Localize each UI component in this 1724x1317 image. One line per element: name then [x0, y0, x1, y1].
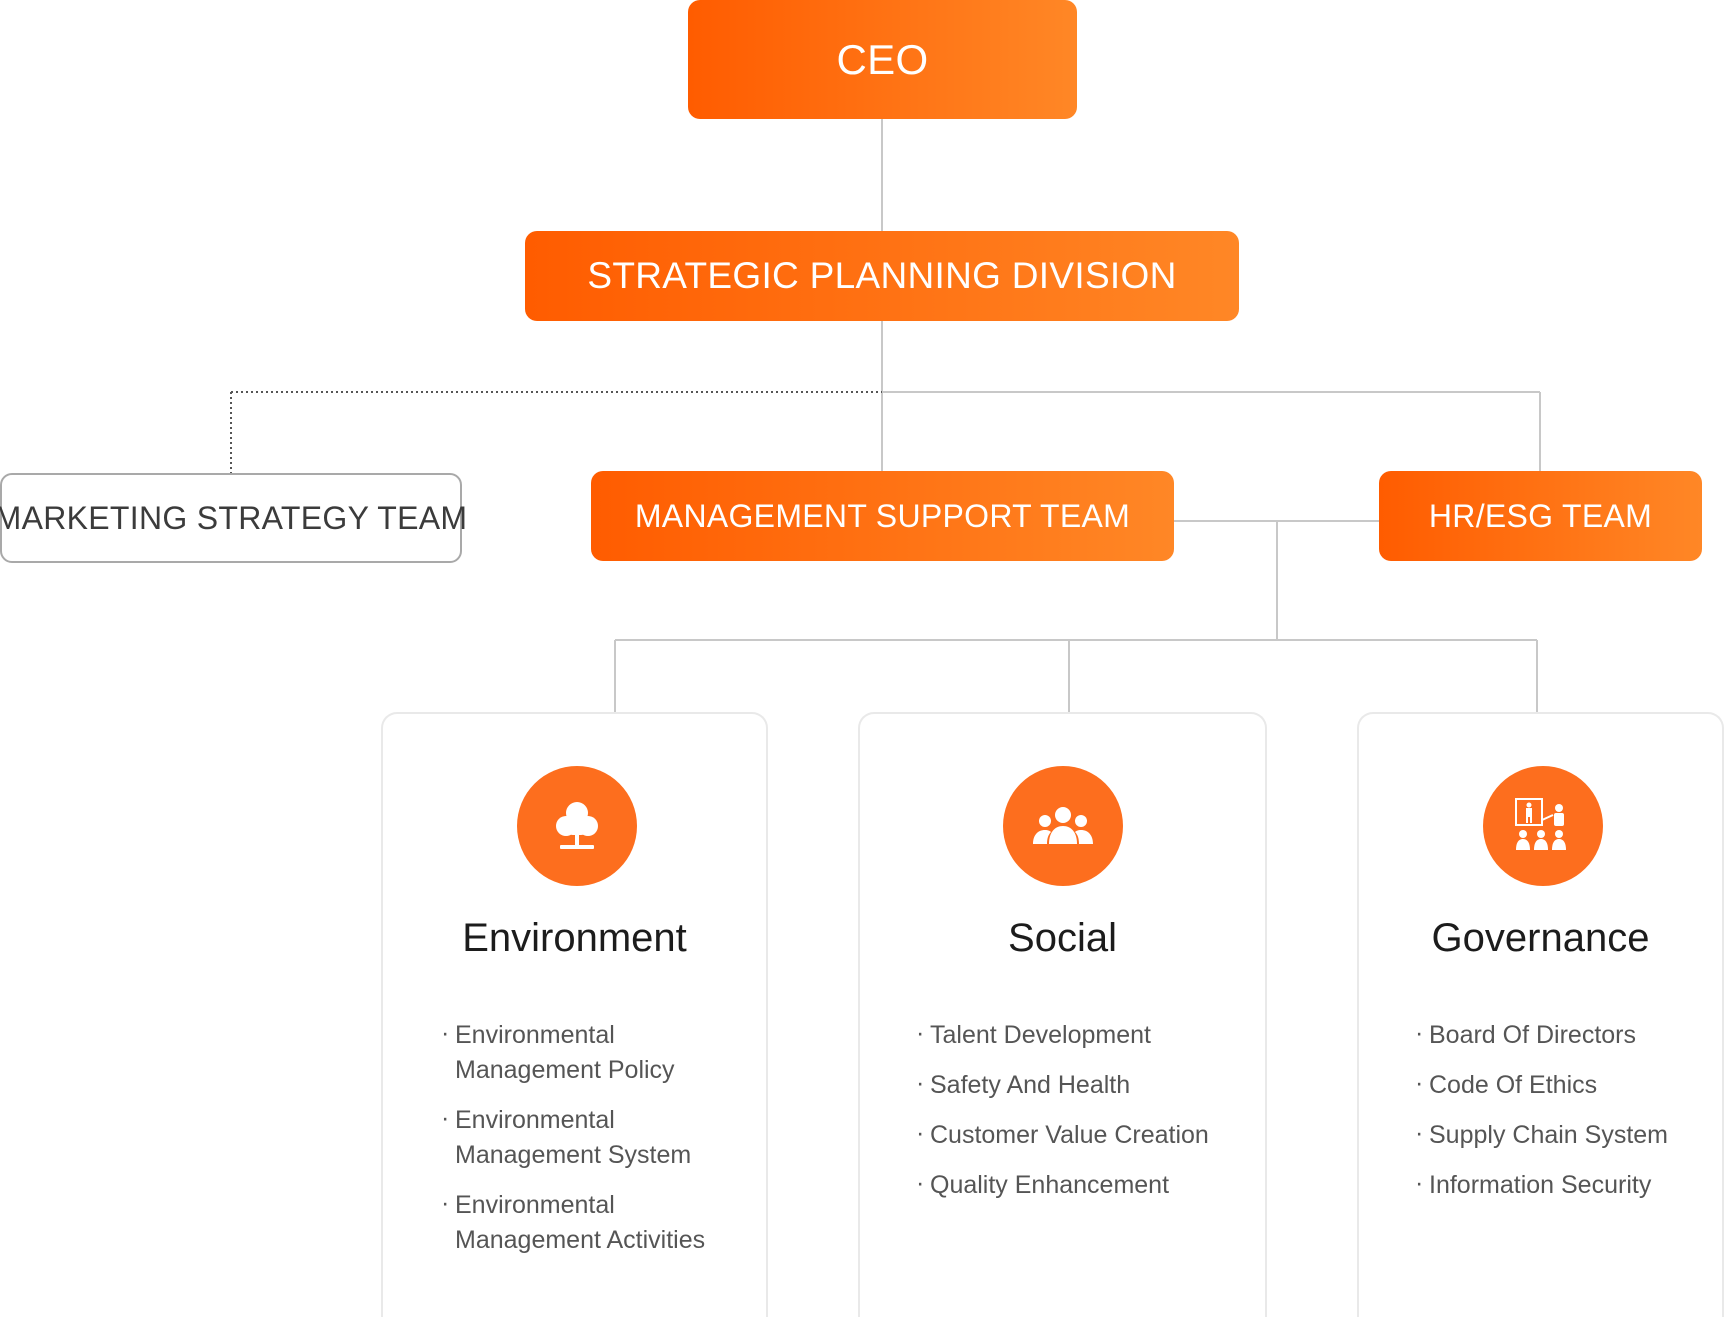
pillar-title: Environment: [462, 916, 687, 960]
pillar-item-list: Board Of Directors Code Of Ethics Supply…: [1415, 1016, 1715, 1218]
list-item: Customer Value Creation: [916, 1116, 1256, 1153]
list-item: Supply Chain System: [1415, 1116, 1715, 1153]
presentation-board-icon: [1483, 766, 1603, 886]
list-item: Safety And Health: [916, 1066, 1256, 1103]
strategic-planning-division-box: STRATEGIC PLANNING DIVISION: [525, 231, 1239, 321]
list-item: Environmental Management System: [441, 1101, 741, 1173]
pillar-card-social: Social Talent Development Safety And Hea…: [858, 712, 1267, 1317]
ceo-label: CEO: [836, 35, 929, 83]
pillar-card-governance: Governance Board Of Directors Code Of Et…: [1357, 712, 1724, 1317]
list-item: Environmental Management Activities: [441, 1186, 741, 1258]
people-group-icon: [1003, 766, 1123, 886]
list-item: Code Of Ethics: [1415, 1066, 1715, 1103]
management-support-team-label: MANAGEMENT SUPPORT TEAM: [634, 497, 1131, 534]
marketing-strategy-team-label: MARKETING STRATEGY TEAM: [0, 499, 468, 536]
pillar-title: Governance: [1431, 916, 1650, 960]
pillar-item-list: Environmental Management Policy Environm…: [441, 1016, 741, 1273]
list-item: Environmental Management Policy: [441, 1016, 741, 1088]
pillar-card-environment: Environment Environmental Management Pol…: [381, 712, 768, 1317]
ceo-box: CEO: [688, 0, 1077, 119]
management-support-team-box: MANAGEMENT SUPPORT TEAM: [591, 471, 1174, 561]
strategic-planning-division-label: STRATEGIC PLANNING DIVISION: [587, 255, 1177, 296]
list-item: Information Security: [1415, 1166, 1715, 1203]
hr-esg-team-box: HR/ESG TEAM: [1379, 471, 1702, 561]
hr-esg-team-label: HR/ESG TEAM: [1428, 497, 1653, 534]
pillar-title: Social: [1008, 916, 1117, 960]
marketing-strategy-team-box: MARKETING STRATEGY TEAM: [0, 473, 467, 563]
tree-icon: [517, 766, 637, 886]
list-item: Quality Enhancement: [916, 1166, 1256, 1203]
list-item: Board Of Directors: [1415, 1016, 1715, 1053]
pillar-item-list: Talent Development Safety And Health Cus…: [916, 1016, 1256, 1218]
list-item: Talent Development: [916, 1016, 1256, 1053]
